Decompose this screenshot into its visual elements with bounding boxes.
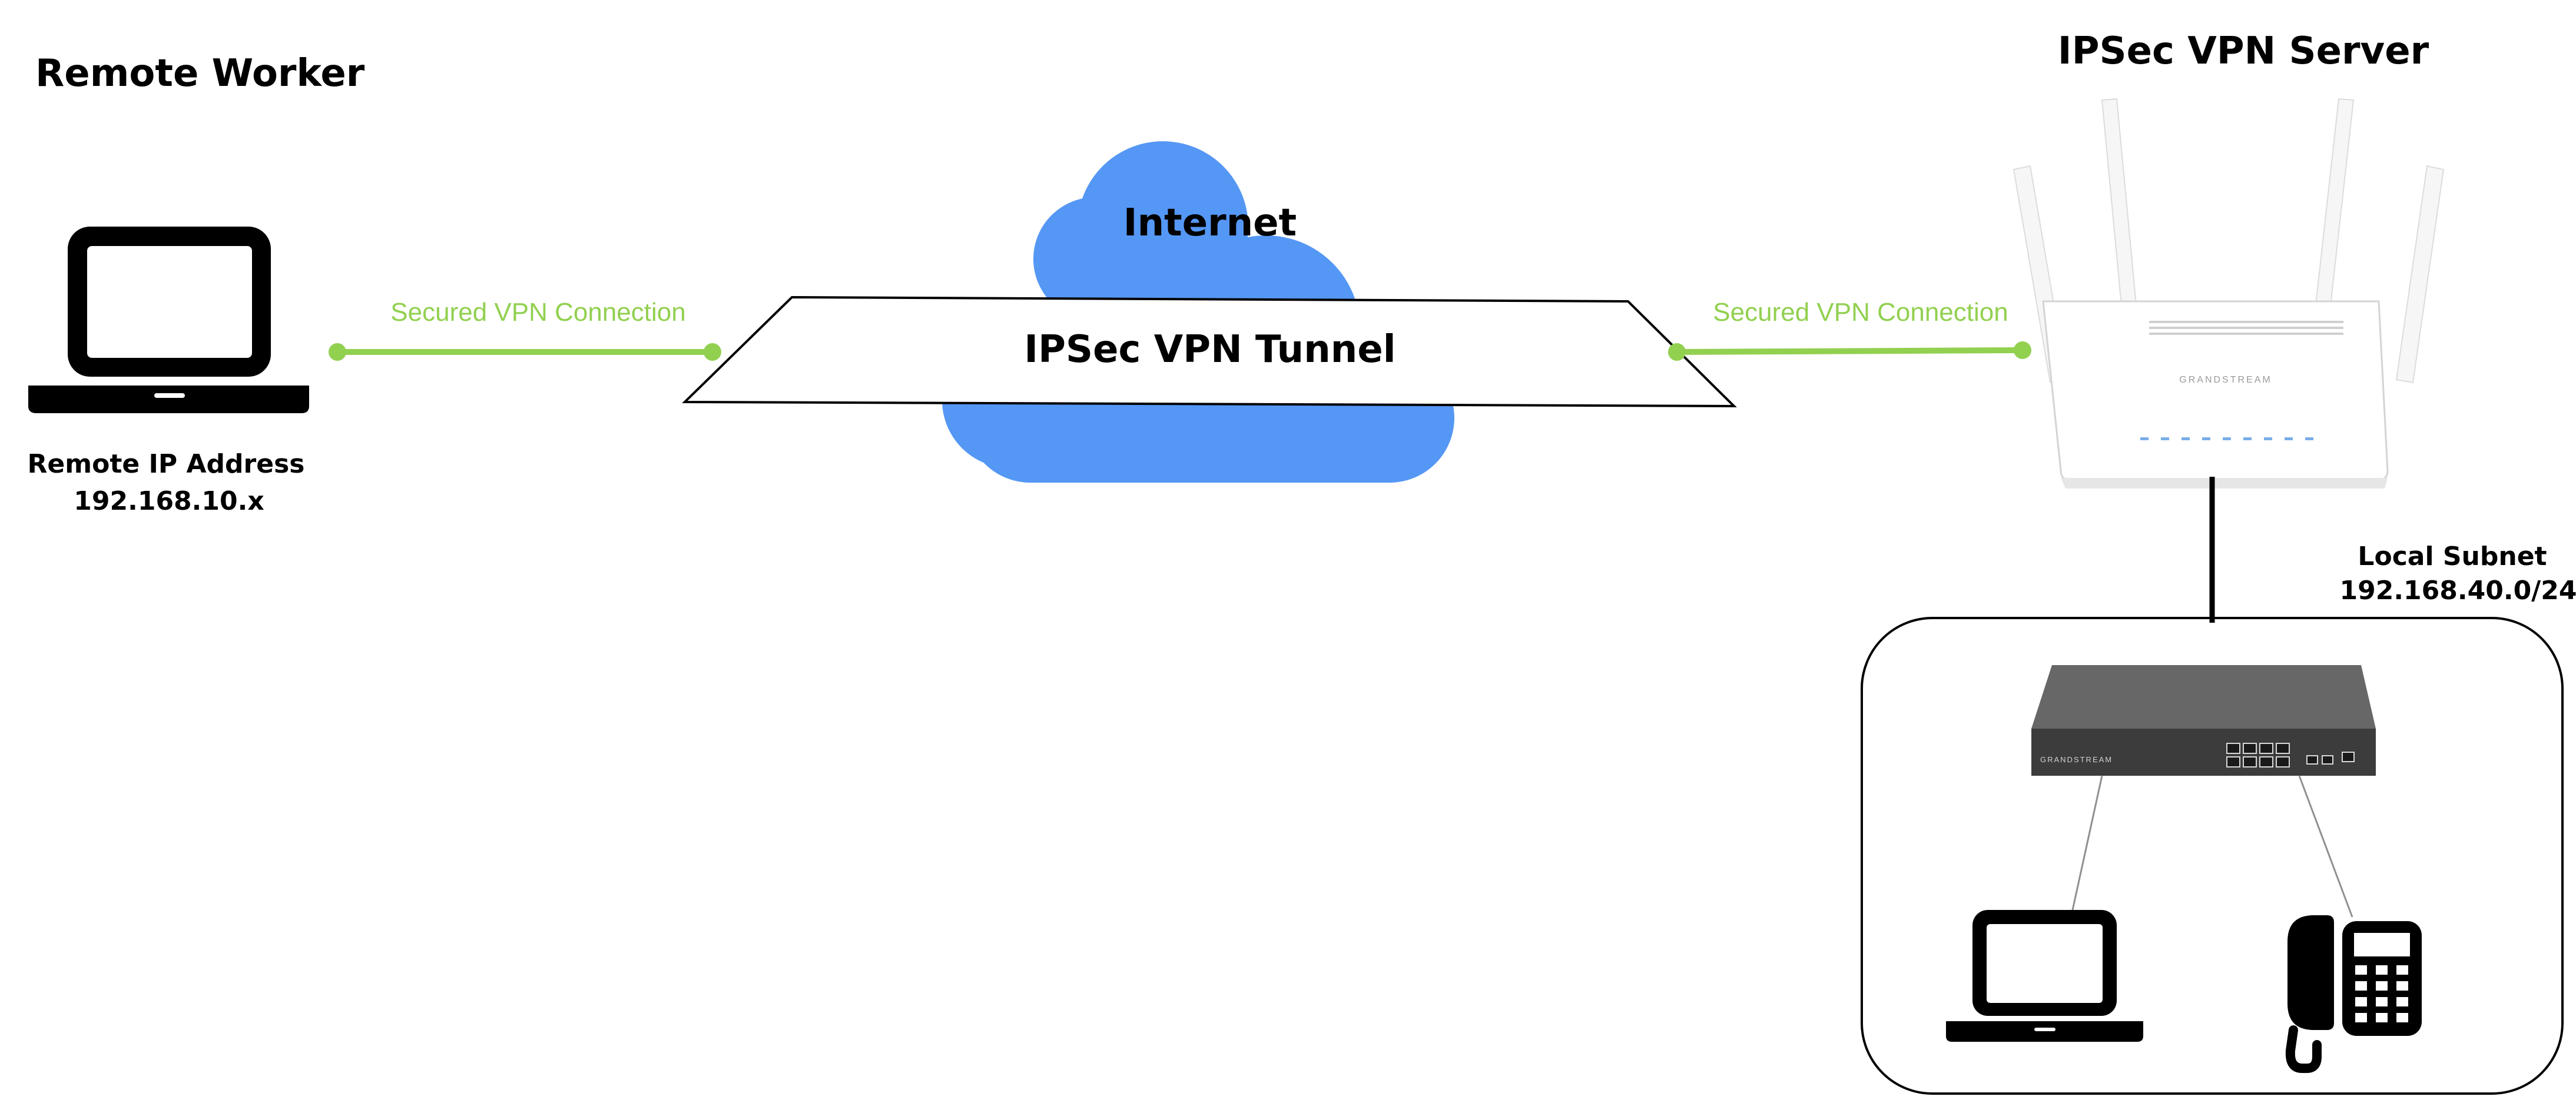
desk-phone-icon	[2285, 915, 2422, 1073]
tunnel-label: IPSec VPN Tunnel	[1024, 328, 1395, 371]
right-vpn-connection	[1668, 341, 2031, 361]
local-subnet-box	[1861, 617, 2564, 1095]
internet-label: Internet	[1123, 201, 1297, 245]
switch-to-phone-line	[2298, 775, 2353, 918]
left-vpn-connection	[329, 343, 721, 361]
switch-brand: GRANDSTREAM	[2040, 755, 2113, 764]
local-subnet-label: Local Subnet	[2358, 541, 2547, 572]
router-icon: GRANDSTREAM	[2013, 98, 2445, 489]
router-brand: GRANDSTREAM	[2179, 375, 2272, 385]
remote-laptop-icon	[28, 227, 309, 413]
switch-to-laptop-line	[2071, 775, 2103, 911]
remote-ip-label: Remote IP Address	[28, 449, 305, 479]
vpn-tunnel-shape	[682, 295, 1737, 408]
left-connection-label: Secured VPN Connection	[390, 298, 685, 327]
right-connection-label: Secured VPN Connection	[1713, 298, 2008, 327]
remote-worker-title: Remote Worker	[35, 52, 365, 95]
server-title: IPSec VPN Server	[2058, 29, 2429, 73]
local-laptop-icon	[1946, 910, 2143, 1042]
local-subnet-value: 192.168.40.0/24	[2340, 576, 2576, 606]
switch-icon: GRANDSTREAM	[2031, 665, 2376, 776]
remote-ip-value: 192.168.10.x	[74, 486, 264, 516]
